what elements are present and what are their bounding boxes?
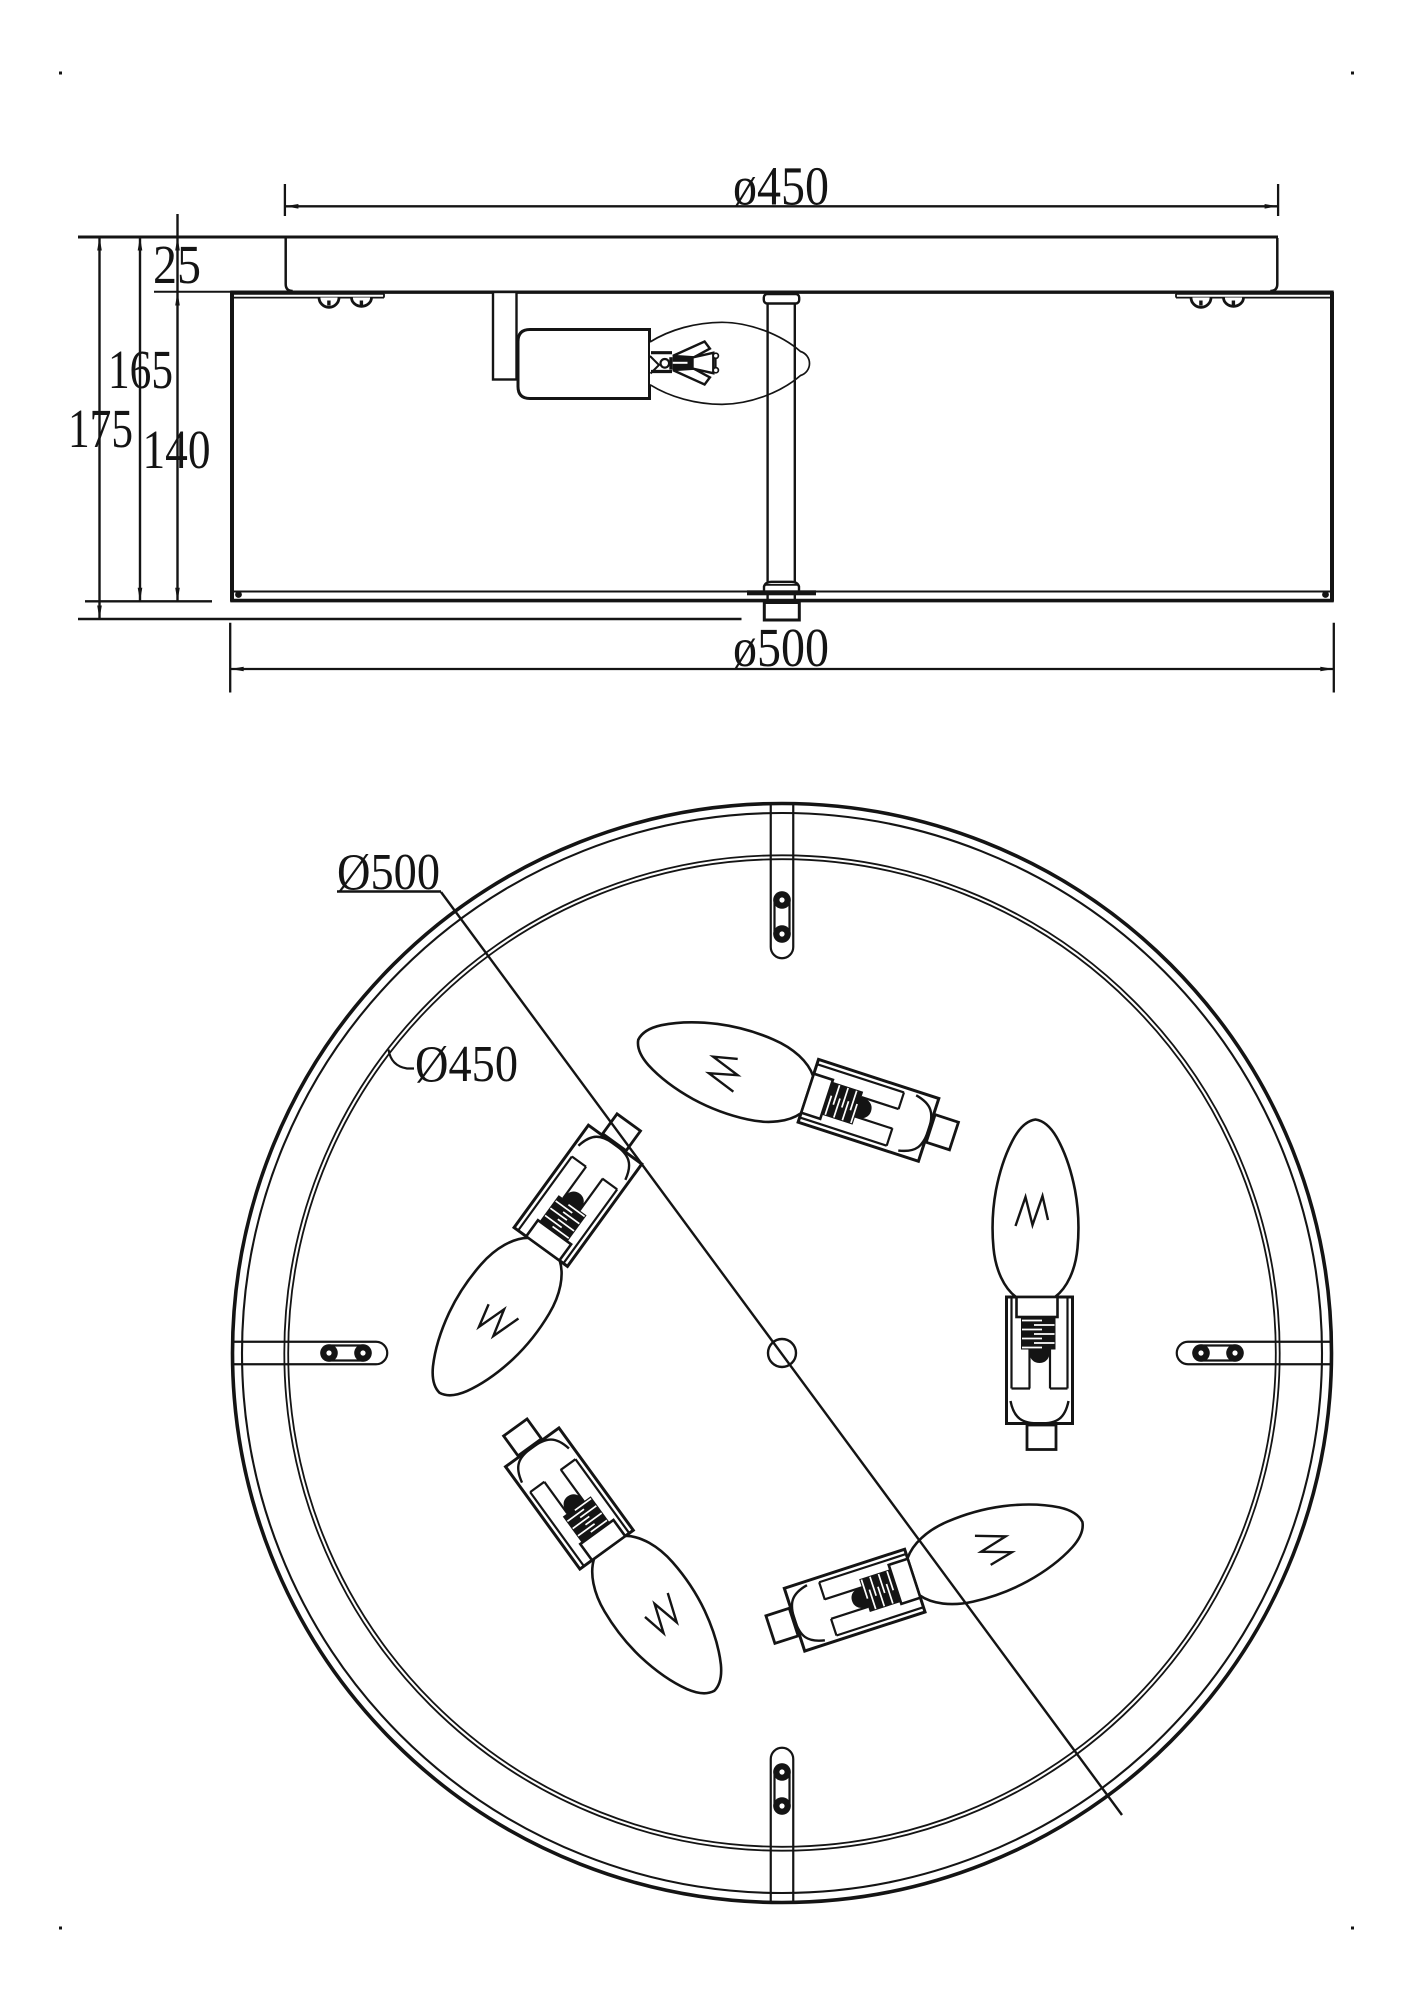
svg-text:ø450: ø450 [733,156,829,217]
svg-text:Ø500: Ø500 [337,844,440,901]
svg-text:175: 175 [68,398,133,459]
svg-text:140: 140 [143,419,211,480]
svg-text:25: 25 [153,234,201,295]
svg-text:165: 165 [108,339,173,400]
svg-text:Ø450: Ø450 [415,1036,518,1093]
svg-text:ø500: ø500 [733,617,829,678]
